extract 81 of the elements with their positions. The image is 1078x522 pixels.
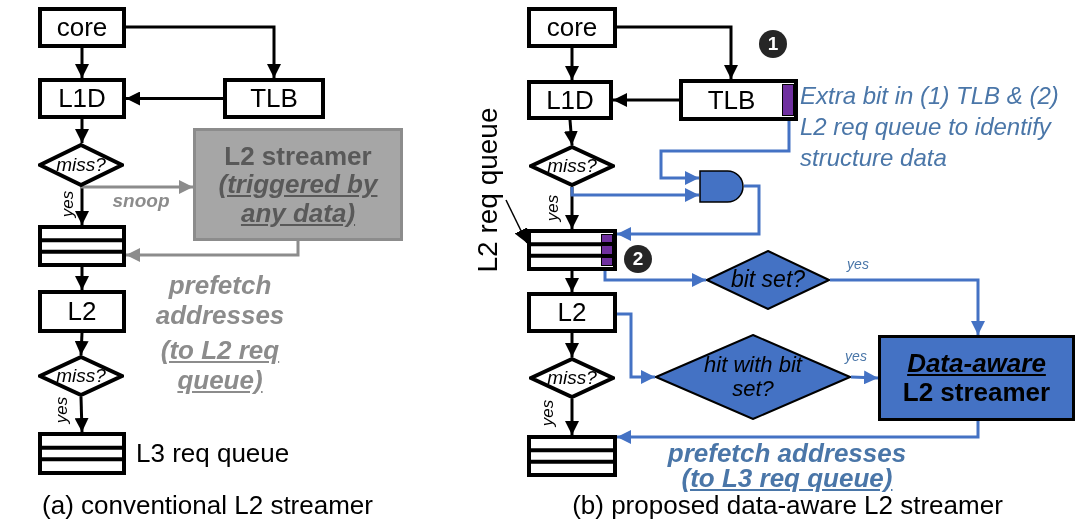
- arrow: [563, 119, 578, 146]
- node-label: TLB: [707, 85, 756, 115]
- edge-label: prefetch addresses: [154, 269, 286, 332]
- decision-diamond: [529, 145, 615, 187]
- edge-label: snoop: [111, 189, 171, 213]
- queue-box: [527, 229, 617, 271]
- queue-box: [527, 435, 617, 477]
- decision-text: miss?: [56, 154, 106, 176]
- prefetcher-box: [878, 335, 1075, 421]
- edge-label: yes: [58, 189, 78, 220]
- process-box: [527, 292, 617, 333]
- arrow: [75, 48, 89, 78]
- arrow: [74, 396, 89, 433]
- callout-number: 2: [624, 245, 652, 273]
- arrow: [565, 48, 579, 80]
- process-box: [38, 290, 126, 333]
- node-label: L2 streamer: [224, 141, 372, 171]
- annotation-text: (to L3 req queue): [681, 466, 894, 492]
- arrow: [850, 370, 879, 385]
- queue-box: [38, 432, 126, 475]
- decision-text: miss?: [547, 367, 597, 389]
- annotation-text: Extra bit in (1) TLB & (2) L2 req queue to identify structure data: [800, 81, 1060, 174]
- figure-caption: (a) conventional L2 streamer: [41, 490, 374, 522]
- arrow: [565, 333, 579, 357]
- arrow: [75, 267, 89, 290]
- process-box: [527, 7, 617, 48]
- node-label: (triggered by any data): [217, 170, 380, 228]
- arrow: [830, 278, 985, 335]
- decision-text: miss?: [56, 365, 106, 387]
- node-label: L2: [557, 298, 587, 327]
- process-box: [679, 79, 798, 121]
- decision-diamond: [38, 355, 124, 397]
- process-box: [223, 78, 325, 119]
- arrow: [603, 271, 706, 287]
- decision-diamond: [38, 143, 124, 187]
- process-box: [38, 7, 126, 48]
- node-label: L1D: [546, 85, 594, 115]
- node-label: TLB: [250, 84, 298, 113]
- arrow: [75, 119, 89, 143]
- node-label: L2: [67, 297, 97, 326]
- arrow: [81, 180, 193, 194]
- decision-diamond: [529, 357, 615, 399]
- arrow: [617, 25, 738, 79]
- arrow: [570, 187, 699, 202]
- arrow: [565, 399, 579, 435]
- queue-name: L3 req queue: [136, 436, 291, 470]
- arrow: [617, 184, 761, 241]
- decision-diamond: [706, 250, 830, 310]
- queue-name: L2 req queue: [472, 107, 504, 273]
- arrow: [617, 421, 980, 444]
- annotation-text: (to L2 req queue): [159, 334, 281, 397]
- arrow: [565, 271, 579, 292]
- node-label: core: [546, 13, 598, 42]
- arrow: [126, 91, 223, 106]
- edge-label: yes: [538, 398, 558, 429]
- edge-label: yes: [845, 256, 870, 272]
- process-box: [38, 78, 126, 119]
- edge-label: yes: [52, 395, 72, 426]
- arrow: [659, 121, 791, 185]
- queue-box: [38, 225, 126, 267]
- arrow: [613, 93, 679, 107]
- arrow: [126, 241, 300, 262]
- leader-line: [505, 199, 528, 244]
- edge-label: yes: [543, 193, 563, 224]
- process-box: [527, 80, 613, 120]
- arrow: [617, 312, 655, 384]
- edge-label: prefetch addresses: [666, 441, 908, 467]
- node-label: Data-aware: [907, 349, 1046, 378]
- arrow: [126, 25, 281, 78]
- arrow: [75, 187, 89, 225]
- arrow: [74, 332, 89, 356]
- and-gate-icon: [699, 170, 744, 203]
- prefetcher-box: [193, 128, 403, 241]
- edge-label: yes: [843, 348, 868, 364]
- callout-number: 1: [759, 30, 787, 58]
- decision-text: miss?: [547, 155, 597, 177]
- node-label: L1D: [58, 84, 106, 113]
- node-label: core: [56, 13, 108, 42]
- decision-text: hit with bit set?: [703, 352, 803, 402]
- node-label: L2 streamer: [902, 378, 1051, 407]
- decision-text: bit set?: [730, 267, 806, 293]
